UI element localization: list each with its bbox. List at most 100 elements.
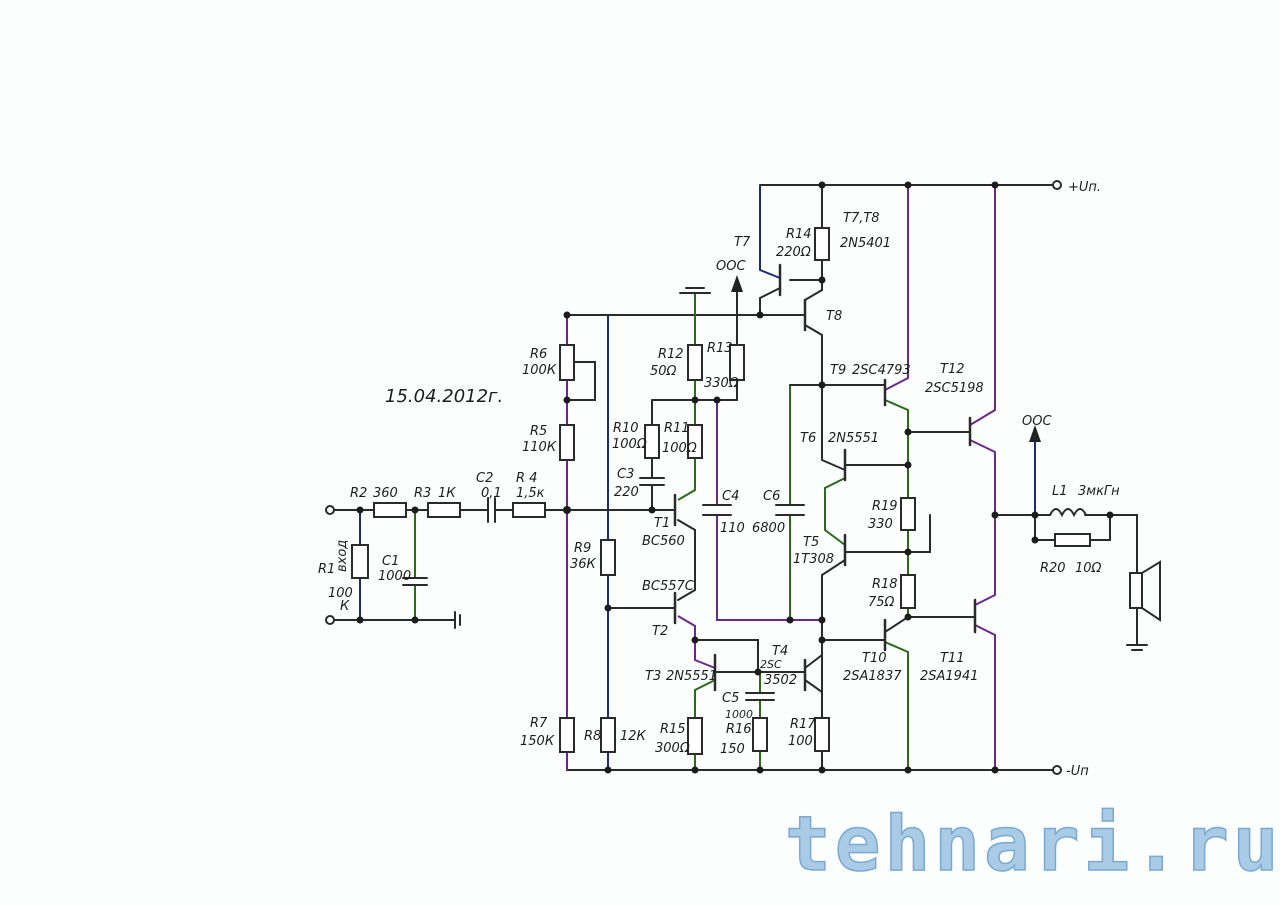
resistor-r9 bbox=[600, 539, 616, 576]
c6-ref: C6 bbox=[763, 489, 780, 504]
r5-ref: R5 bbox=[530, 424, 547, 439]
r6-ref: R6 bbox=[530, 347, 547, 362]
t5-ref: T5 bbox=[803, 535, 819, 550]
capacitor-c5 bbox=[745, 692, 775, 701]
ground-icon bbox=[1126, 644, 1148, 651]
r10-value: 100Ω bbox=[612, 437, 647, 452]
r5-value: 110К bbox=[522, 440, 557, 455]
resistors bbox=[351, 227, 1091, 755]
t6-ref: T6 bbox=[800, 431, 816, 446]
r19-value: 330 bbox=[868, 517, 893, 532]
r3-ref: R3 bbox=[414, 486, 431, 501]
ground-icon bbox=[679, 287, 711, 294]
speaker-icon bbox=[1129, 560, 1161, 622]
ground-icon bbox=[454, 611, 461, 629]
r4-ref: R 4 bbox=[516, 471, 537, 486]
c3-ref: C3 bbox=[617, 467, 634, 482]
feedback-label: ООС bbox=[716, 259, 746, 274]
negative-rail-label: -Uп bbox=[1066, 764, 1089, 779]
r9-value: 36К bbox=[570, 557, 597, 572]
c2-ref: C2 bbox=[476, 471, 493, 486]
resistor-r6-trimmer bbox=[559, 344, 575, 381]
resistor-r19-trimmer bbox=[900, 497, 916, 531]
resistor-r4 bbox=[512, 502, 546, 518]
r14-value: 220Ω bbox=[776, 245, 811, 260]
positive-rail-terminal bbox=[1052, 180, 1062, 190]
c3-value: 220 bbox=[614, 485, 639, 500]
r13-ref: R13 bbox=[707, 341, 733, 356]
r8-value: 12К bbox=[620, 729, 647, 744]
feedback-arrow-icon bbox=[731, 275, 743, 292]
positive-rail-label: +Uп. bbox=[1068, 180, 1101, 195]
resistor-r3 bbox=[427, 502, 461, 518]
capacitors bbox=[402, 477, 805, 701]
t11-part: 2SA1941 bbox=[920, 669, 979, 684]
resistor-r17 bbox=[814, 717, 830, 752]
l1-ref: L1 bbox=[1052, 484, 1068, 499]
r15-value: 300Ω bbox=[655, 741, 690, 756]
watermark: tehnari.ru bbox=[785, 799, 1280, 888]
r16-ref: R16 bbox=[726, 722, 752, 737]
resistor-r8 bbox=[600, 717, 616, 753]
resistor-r2 bbox=[373, 502, 407, 518]
c6-value: 6800 bbox=[752, 521, 785, 536]
t2-ref: T2 bbox=[652, 624, 668, 639]
t3-ref: T3 bbox=[645, 669, 661, 684]
resistor-r16 bbox=[752, 717, 768, 752]
c5-ref: C5 bbox=[722, 691, 739, 706]
t3-part: 2N5551 bbox=[666, 669, 717, 684]
transistors bbox=[673, 263, 977, 692]
c4-ref: C4 bbox=[722, 489, 739, 504]
r17-ref: R17 bbox=[790, 717, 816, 732]
r2-ref: R2 bbox=[350, 486, 367, 501]
c1-ref: C1 bbox=[382, 554, 399, 569]
r20-ref: R20 bbox=[1040, 561, 1066, 576]
t1-ref: T1 bbox=[654, 516, 670, 531]
resistor-r5 bbox=[559, 424, 575, 461]
r11-value: 100Ω bbox=[662, 441, 697, 456]
r7-value: 150К bbox=[520, 734, 555, 749]
c2-value: 0,1 bbox=[481, 486, 502, 501]
input-ground-terminal bbox=[325, 615, 335, 625]
t9-part: 2SC4793 bbox=[852, 363, 911, 378]
r8-ref: R8 bbox=[584, 729, 601, 744]
r9-ref: R9 bbox=[574, 541, 591, 556]
resistor-r7 bbox=[559, 717, 575, 753]
t9-ref: T9 bbox=[830, 363, 846, 378]
r20-value: 10Ω bbox=[1075, 561, 1102, 576]
t7-t8-ref: T7,T8 bbox=[843, 211, 880, 226]
resistor-r15 bbox=[687, 717, 703, 755]
resistor-r20 bbox=[1054, 533, 1091, 547]
r18-ref: R18 bbox=[872, 577, 898, 592]
r4-value: 1,5к bbox=[516, 486, 545, 501]
resistor-r14 bbox=[814, 227, 830, 261]
feedback-label: ООС bbox=[1022, 414, 1052, 429]
t10-ref: T10 bbox=[862, 651, 886, 666]
t7-ref: T7 bbox=[734, 235, 751, 250]
c5-value: 1000 bbox=[725, 708, 753, 721]
capacitor-c1 bbox=[402, 577, 428, 586]
capacitor-c6 bbox=[775, 504, 805, 516]
feedback-arrow-icon bbox=[1029, 425, 1041, 442]
r16-value: 150 bbox=[720, 742, 745, 757]
resistor-r11 bbox=[687, 424, 703, 459]
date-label: 15.04.2012г. bbox=[385, 386, 503, 407]
t12-part: 2SC5198 bbox=[925, 381, 984, 396]
resistor-r12 bbox=[687, 344, 703, 381]
r17-value: 100 bbox=[788, 734, 813, 749]
r12-ref: R12 bbox=[658, 347, 684, 362]
l1-value: 3мкГн bbox=[1078, 484, 1120, 499]
r14-ref: R14 bbox=[786, 227, 812, 242]
t6-part: 2N5551 bbox=[828, 431, 879, 446]
capacitor-c4 bbox=[702, 504, 732, 516]
inductor-l1 bbox=[1049, 508, 1087, 518]
r18-value: 75Ω bbox=[868, 595, 895, 610]
c1-value: 1000 bbox=[378, 569, 411, 584]
r19-ref: R19 bbox=[872, 499, 898, 514]
r10-ref: R10 bbox=[613, 421, 639, 436]
r13-value: 330Ω bbox=[704, 376, 739, 391]
r1-value: 100 bbox=[328, 586, 353, 601]
r2-value: 360 bbox=[373, 486, 398, 501]
t7-t8-part: 2N5401 bbox=[840, 236, 891, 251]
